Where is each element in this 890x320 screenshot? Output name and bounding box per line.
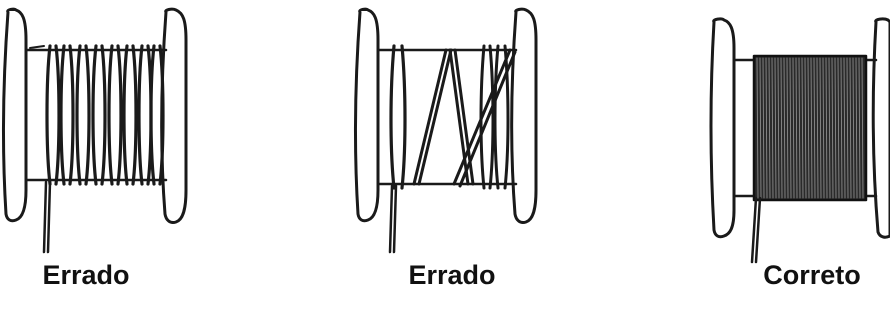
spool-panel-1 [0,0,200,260]
spool-tight-windings [700,0,890,270]
spool-panel-3 [700,0,890,270]
caption-spool-1: Errado [0,260,176,291]
spool-panel-2 [350,0,550,260]
caption-spool-3: Correto [722,260,890,291]
spool-spaced-windings [0,0,200,260]
caption-spool-2: Errado [362,260,542,291]
spool-crossed-windings [350,0,550,260]
